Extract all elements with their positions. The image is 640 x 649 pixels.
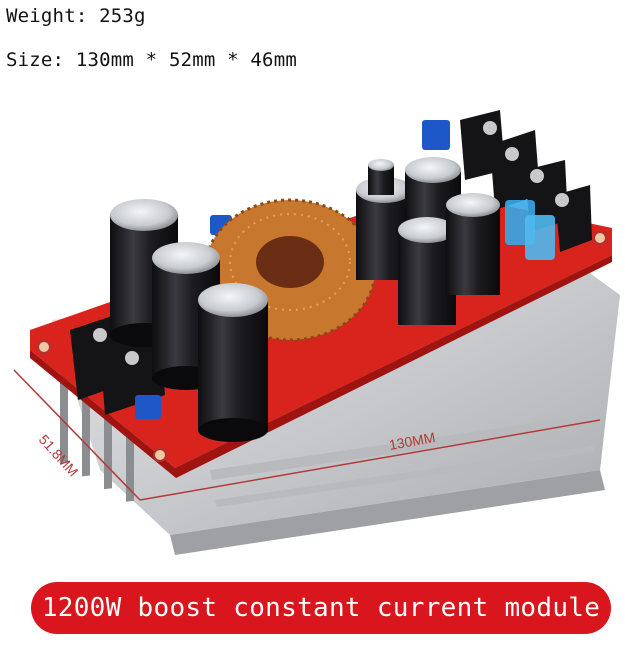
dimension-lines <box>13 369 601 501</box>
product-photo: 51.8MM 130MM <box>13 110 620 555</box>
product-title-banner: 1200W boost constant current module <box>31 582 611 634</box>
length-dimension-label: 130MM <box>388 429 437 453</box>
electrolytic-capacitors <box>110 157 500 442</box>
capacitor <box>198 283 268 442</box>
capacitor <box>152 242 220 390</box>
capacitor <box>368 159 394 195</box>
terminal-blocks <box>70 110 592 415</box>
blade-fuses <box>505 200 555 260</box>
capacitor <box>446 193 500 295</box>
weight-spec: Weight: 253g <box>6 5 146 27</box>
width-dimension-label: 51.8MM <box>36 431 82 479</box>
size-spec: Size: 130mm * 52mm * 46mm <box>6 49 297 71</box>
product-title: 1200W boost constant current module <box>41 593 601 623</box>
